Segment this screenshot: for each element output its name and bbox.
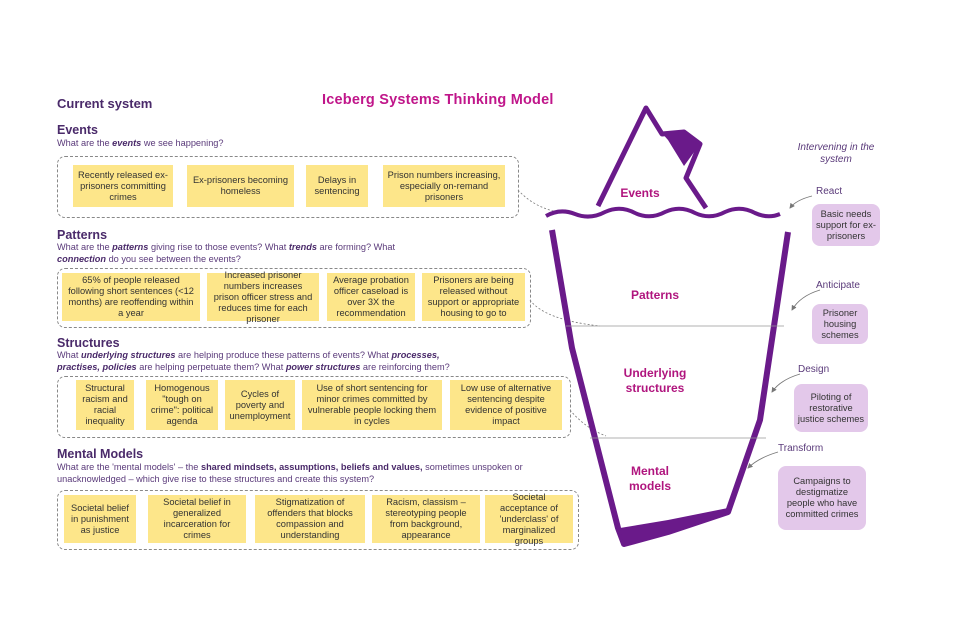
- action-box-react: Basic needs support for ex-prisoners: [812, 204, 880, 246]
- structures-note: Cycles of poverty and unemployment: [225, 380, 295, 430]
- mental-models-note: Societal acceptance of 'underclass' of m…: [485, 492, 573, 546]
- events-group: [57, 156, 519, 218]
- mental-models-note: Stigmatization of offenders that blocks …: [255, 495, 365, 543]
- structures-note: Structural racism and racial inequality: [76, 380, 134, 430]
- patterns-question: What are the patterns giving rise to tho…: [57, 242, 396, 264]
- events-note: Recently released ex-prisoners committin…: [73, 165, 173, 207]
- iceberg-label-events: Events: [620, 186, 660, 200]
- action-label-transform: Transform: [778, 443, 824, 454]
- page-title: Iceberg Systems Thinking Model: [322, 92, 554, 108]
- patterns-note: Prisoners are being released without sup…: [422, 273, 525, 321]
- action-box-design: Piloting of restorative justice schemes: [794, 384, 868, 432]
- mental-models-question: What are the 'mental models' – the share…: [57, 462, 523, 484]
- structures-title: Structures: [57, 336, 120, 350]
- events-note: Ex-prisoners becoming homeless: [187, 165, 294, 207]
- action-label-design: Design: [798, 364, 830, 375]
- patterns-note: 65% of people released following short s…: [62, 273, 200, 321]
- current-system-heading: Current system: [57, 96, 153, 111]
- patterns-group: [57, 268, 531, 328]
- structures-note: Low use of alternative sentencing despit…: [450, 380, 562, 430]
- structures-group: [57, 376, 571, 438]
- mental-models-note: Societal belief in generalized incarcera…: [148, 495, 246, 543]
- events-note: Prison numbers increasing, especially on…: [383, 165, 505, 207]
- mental-models-group: [57, 490, 579, 550]
- mental-models-note: Societal belief in punishment as justice: [64, 495, 136, 543]
- iceberg-label-patterns: Patterns: [630, 288, 680, 302]
- action-box-anticipate: Prisoner housing schemes: [812, 304, 868, 344]
- events-question: What are the events we see happening?: [57, 138, 224, 148]
- patterns-note: Increased prisoner numbers increases pri…: [207, 270, 319, 324]
- structures-note: Use of short sentencing for minor crimes…: [302, 380, 442, 430]
- structures-note: Homogenous "tough on crime": political a…: [146, 380, 218, 430]
- events-title: Events: [57, 123, 98, 137]
- events-note: Delays in sentencing: [306, 165, 368, 207]
- patterns-title: Patterns: [57, 228, 108, 242]
- patterns-note: Average probation officer caseload is ov…: [327, 273, 415, 321]
- mental-models-title: Mental Models: [57, 447, 144, 461]
- mental-models-note: Racism, classism – stereotyping people f…: [372, 495, 480, 543]
- action-label-anticipate: Anticipate: [816, 280, 860, 291]
- intervening-heading: Intervening in the system: [797, 142, 875, 165]
- structures-question: What underlying structures are helping p…: [57, 350, 450, 372]
- action-label-react: React: [816, 186, 843, 197]
- action-box-transform: Campaigns to destigmatize people who hav…: [778, 466, 866, 530]
